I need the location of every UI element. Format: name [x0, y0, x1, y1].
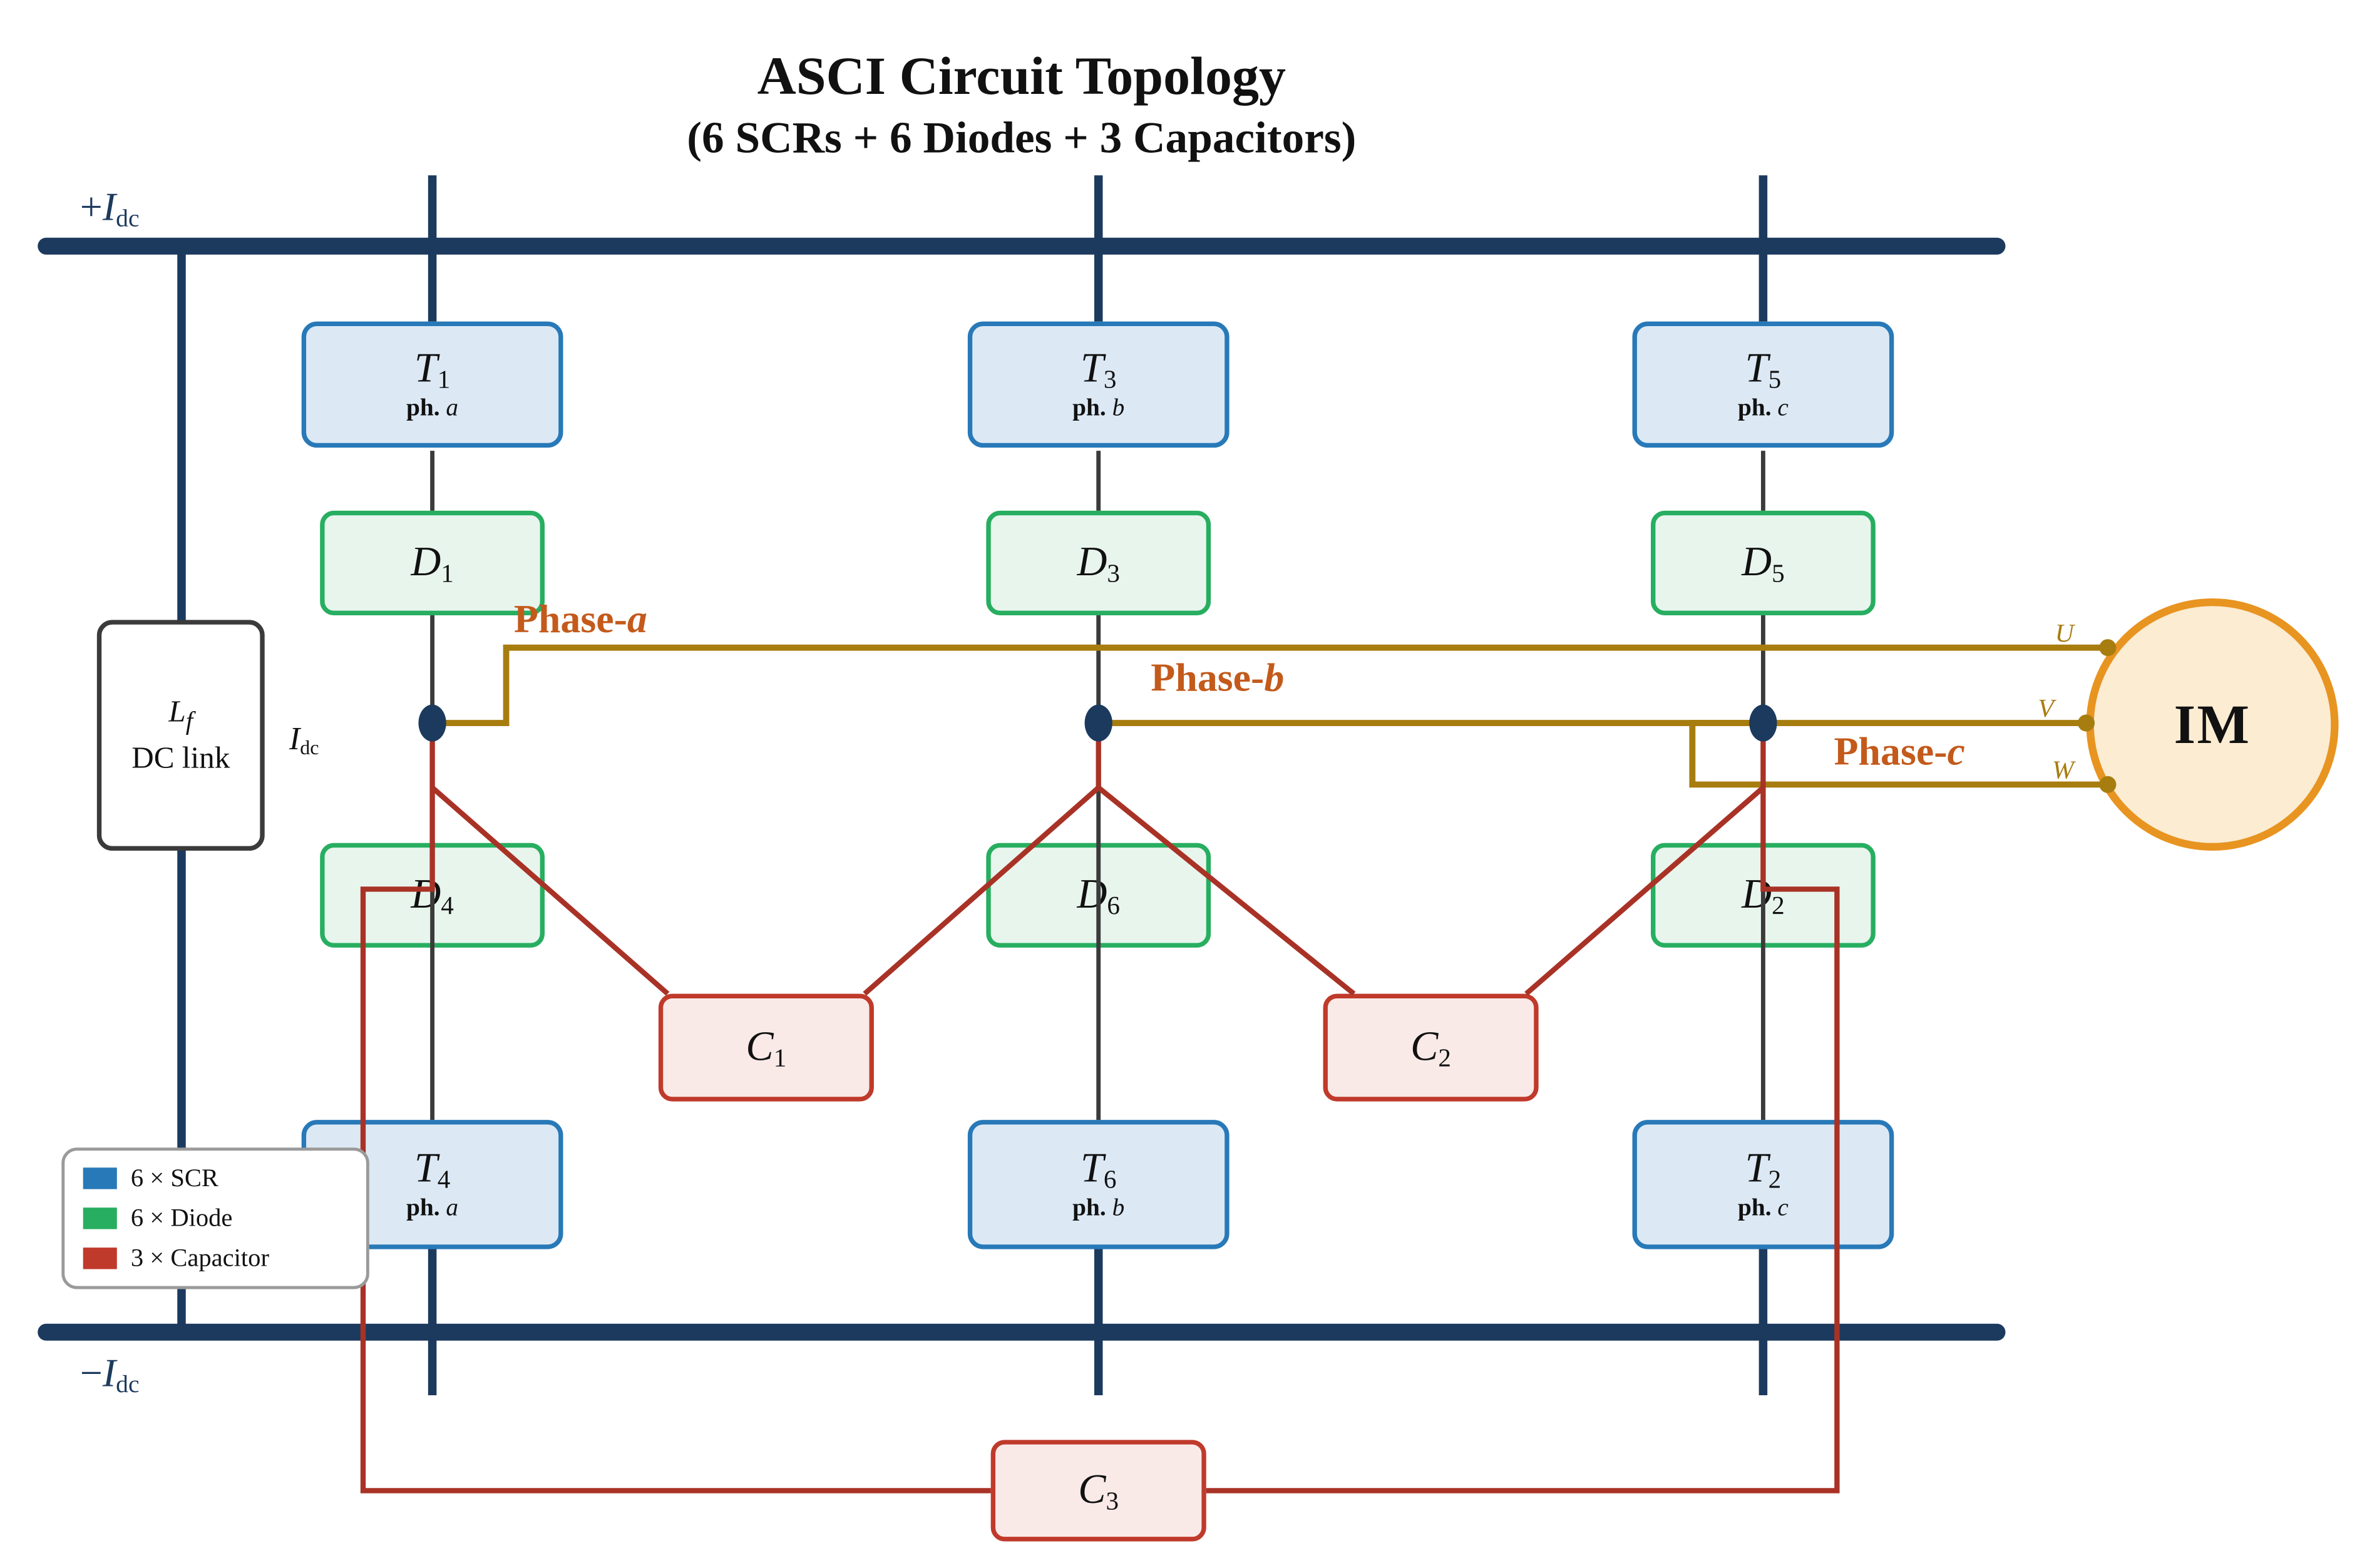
legend-capacitor-label: 3 × Capacitor	[130, 1243, 269, 1273]
phase-c-to-c2-diagonal	[1524, 786, 1765, 996]
leg-gray-segments	[430, 451, 1765, 724]
capacitor-c2-box: C2	[1323, 993, 1539, 1102]
scr-color-swatch	[83, 1167, 117, 1189]
legend-item-scr: 6 × SCR	[83, 1163, 366, 1194]
scr-t3-phase: ph.b	[1072, 395, 1125, 422]
scr-t4-label: T4	[414, 1145, 451, 1195]
phase-a-node	[418, 704, 446, 742]
diagram-subtitle: (6 SCRs + 6 Diodes + 3 Capacitors)	[687, 113, 1357, 163]
scr-t3-box: T3 ph.b	[967, 321, 1230, 448]
diode-d6-label: D6	[1077, 870, 1120, 920]
scr-t5-label: T5	[1745, 345, 1782, 395]
scr-t1-phase: ph.a	[406, 395, 459, 422]
scr-t1-box: T1 ph.a	[301, 321, 563, 448]
phase-c-node	[1749, 704, 1777, 742]
terminal-dot-u	[2099, 639, 2117, 657]
motor-label: IM	[2174, 694, 2251, 756]
phase-c-wire	[1689, 720, 2108, 788]
diagram-title: ASCI Circuit Topology	[757, 46, 1286, 106]
scr-t6-box: T6 ph.b	[967, 1120, 1230, 1249]
dc-link-box: Lf DC link	[96, 620, 265, 851]
capacitor-c1-box: C1	[658, 993, 874, 1102]
capacitor-c2-label: C2	[1410, 1022, 1451, 1072]
dc-link-text: DC link	[131, 741, 230, 776]
phase-c-label: Phase-c	[1834, 729, 1965, 774]
negative-bus-label: −Idc	[80, 1350, 140, 1398]
scr-t5-phase: ph.c	[1737, 395, 1789, 422]
leg-bottom-stubs	[428, 1248, 1768, 1396]
terminal-w-label: W	[2052, 755, 2074, 785]
diode-d5-box: D5	[1651, 510, 1876, 616]
phase-b-to-c2-diagonal	[1097, 786, 1356, 996]
leg-gray-bottom-segments	[430, 787, 1765, 1120]
phase-b-to-c1-diagonal	[863, 786, 1101, 996]
legend-item-capacitor: 3 × Capacitor	[83, 1243, 366, 1274]
terminal-dot-w	[2099, 776, 2117, 793]
dc-link-inductor-label: Lf	[168, 695, 193, 736]
scr-t4-phase: ph.a	[406, 1195, 459, 1222]
positive-bus-label: +Idc	[80, 184, 140, 233]
capacitor-c1-label: C1	[746, 1022, 787, 1072]
dc-current-label: Idc	[289, 720, 319, 759]
dc-bus-group	[38, 175, 2006, 1396]
scr-t6-phase: ph.b	[1072, 1195, 1125, 1222]
terminal-dot-v	[2077, 714, 2095, 732]
scr-t2-label: T2	[1745, 1145, 1782, 1195]
phase-wires-group	[432, 644, 2108, 788]
capacitor-color-swatch	[83, 1248, 117, 1269]
diode-d4-label: D4	[411, 870, 454, 920]
terminal-u-label: U	[2055, 618, 2074, 648]
phase-a-wire	[432, 644, 2108, 726]
phase-b-label: Phase-b	[1151, 655, 1285, 700]
scr-t2-phase: ph.c	[1737, 1195, 1789, 1222]
diode-d1-box: D1	[320, 510, 545, 616]
capacitor-c3-label: C3	[1078, 1465, 1119, 1515]
legend-diode-label: 6 × Diode	[130, 1202, 233, 1232]
scr-t2-box: T2 ph.c	[1632, 1120, 1894, 1249]
diode-d1-label: D1	[411, 538, 454, 588]
phase-a-label: Phase-a	[513, 597, 647, 642]
scr-t6-label: T6	[1080, 1145, 1117, 1195]
diode-d2-label: D2	[1742, 870, 1785, 920]
phase-b-node	[1084, 704, 1112, 742]
terminal-v-label: V	[2038, 694, 2054, 724]
scr-t3-label: T3	[1080, 345, 1117, 395]
leg-top-stubs	[428, 175, 1768, 322]
diode-color-swatch	[83, 1207, 117, 1229]
legend-box: 6 × SCR 6 × Diode 3 × Capacitor	[61, 1147, 369, 1289]
diode-d3-label: D3	[1077, 538, 1120, 588]
capacitor-c3-box: C3	[990, 1440, 1206, 1542]
scr-t1-label: T1	[414, 345, 451, 395]
capacitor-wires-group	[360, 723, 1840, 1494]
phase-a-to-c3-wire	[360, 723, 991, 1494]
junction-nodes-group	[418, 704, 1777, 742]
legend-item-diode: 6 × Diode	[83, 1203, 366, 1234]
legend-scr-label: 6 × SCR	[130, 1162, 218, 1192]
diode-d3-box: D3	[986, 510, 1211, 616]
phase-c-to-c3-wire	[1206, 723, 1840, 1494]
phase-a-to-c1-diagonal	[430, 786, 670, 996]
scr-t5-box: T5 ph.c	[1632, 321, 1894, 448]
diode-d5-label: D5	[1742, 538, 1785, 588]
motor-terminal-dots	[2077, 639, 2117, 793]
